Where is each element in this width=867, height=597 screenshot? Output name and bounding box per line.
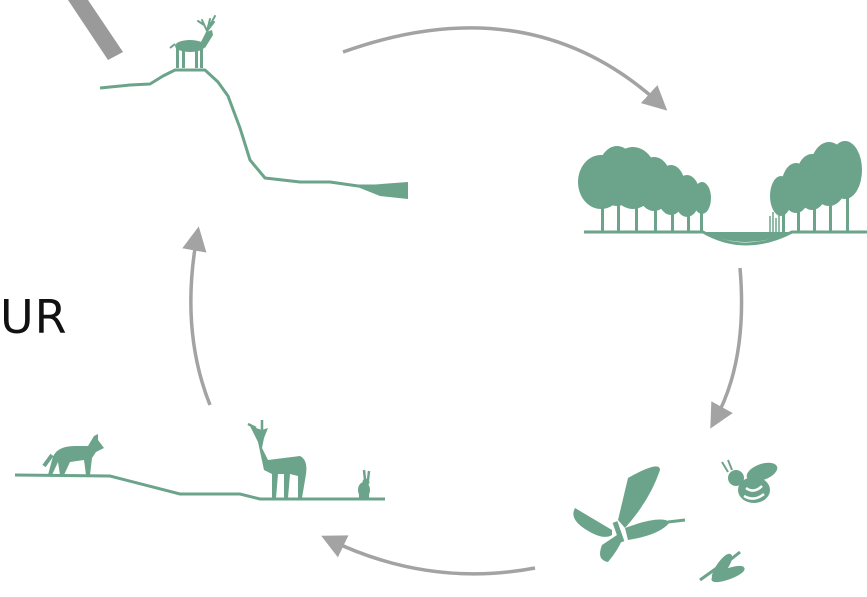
bee-icon (722, 459, 780, 503)
grassland-line (15, 475, 385, 499)
right-tree-cluster (770, 141, 862, 232)
cycle-arrow-bottom (330, 540, 535, 574)
grey-bar-shape (68, 0, 123, 60)
forest-with-stream-scene (578, 141, 867, 244)
cycle-arrow-right (715, 268, 742, 420)
butterfly-icon (573, 466, 685, 562)
grassland-scene (15, 420, 385, 499)
wolf-icon (44, 434, 104, 475)
partial-label-text: UR (0, 290, 68, 344)
stag-icon (170, 16, 215, 68)
cycle-arrow-left (191, 236, 210, 405)
doe-icon (248, 420, 306, 498)
cycle-arrow-top (343, 28, 660, 104)
rabbit-icon (358, 470, 370, 499)
dragonfly-icon (700, 552, 744, 583)
stag-on-hill-scene (100, 16, 408, 199)
left-tree-cluster (578, 146, 711, 232)
hill-line (100, 70, 408, 186)
